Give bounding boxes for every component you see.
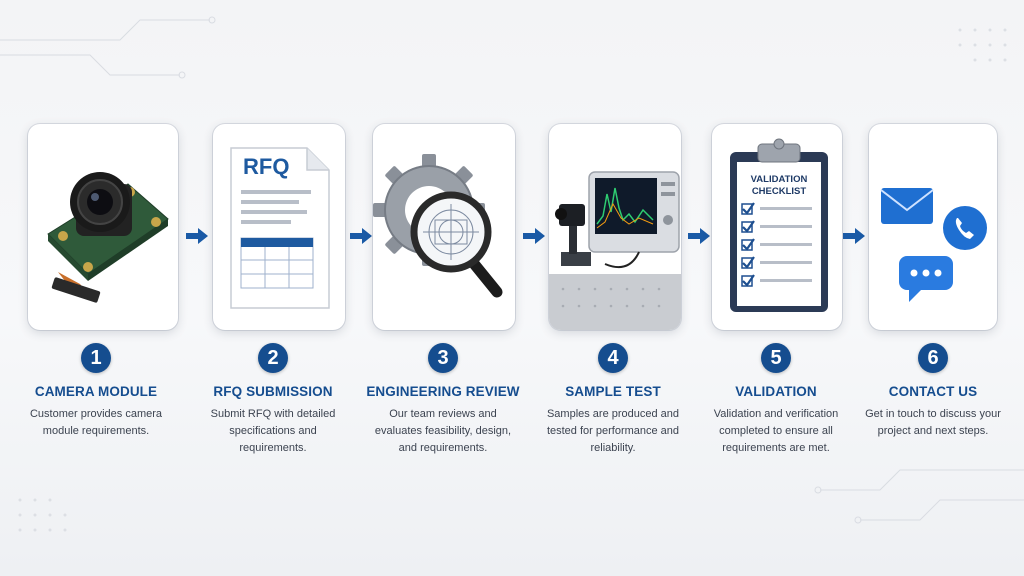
step-number-6: 6 (918, 343, 948, 373)
step-title-5: VALIDATION (735, 384, 817, 399)
step-card-engineering-review (373, 124, 515, 330)
step-title-3: ENGINEERING REVIEW (366, 384, 520, 399)
test-bench-icon (549, 171, 681, 330)
step-description-6: Get in touch to discuss your project and… (865, 408, 1001, 437)
camera-module-icon (47, 172, 169, 303)
step-description-5: Validation and verification completed to… (713, 408, 839, 454)
step-card-validation: VALIDATION CHECKLIST (712, 124, 842, 330)
rfq-document-icon (230, 147, 330, 309)
step-number-4: 4 (598, 343, 628, 373)
clipboard-checklist-icon (730, 138, 828, 312)
step-description-1: Customer provides camera module requirem… (29, 408, 163, 437)
step-title-4: SAMPLE TEST (565, 384, 661, 399)
flow-arrow-1 (186, 228, 208, 244)
step-card-sample-test (549, 124, 681, 330)
step-card-camera-module (28, 124, 178, 330)
flow-arrow-2 (350, 228, 372, 244)
step-number-3: 3 (428, 343, 458, 373)
step-number-2: 2 (258, 343, 288, 373)
checklist-heading: VALIDATION CHECKLIST (737, 174, 821, 198)
checklist-heading-line2: CHECKLIST (751, 186, 807, 197)
checklist-heading-line1: VALIDATION (750, 174, 808, 185)
step-title-1: CAMERA MODULE (34, 384, 158, 399)
envelope-icon (880, 188, 934, 224)
flow-arrow-4 (688, 228, 710, 244)
step-card-contact (869, 124, 997, 330)
step-number-5: 5 (761, 343, 791, 373)
chat-bubble-icon (899, 256, 953, 302)
flow-arrow-5 (843, 228, 865, 244)
rfq-document-label: RFQ (243, 154, 290, 179)
step-title-6: CONTACT US (888, 384, 978, 399)
flow-arrow-3 (523, 228, 545, 244)
step-description-2: Submit RFQ with detailed specifications … (210, 408, 336, 454)
gear-magnifier-icon (373, 154, 503, 298)
step-number-1: 1 (81, 343, 111, 373)
step-card-rfq: RFQ (213, 124, 345, 330)
step-description-4: Samples are produced and tested for perf… (546, 408, 680, 454)
phone-icon (943, 206, 987, 250)
step-title-2: RFQ SUBMISSION (213, 384, 333, 399)
contact-icons (880, 188, 987, 302)
step-description-3: Our team reviews and evaluates feasibili… (374, 408, 512, 454)
